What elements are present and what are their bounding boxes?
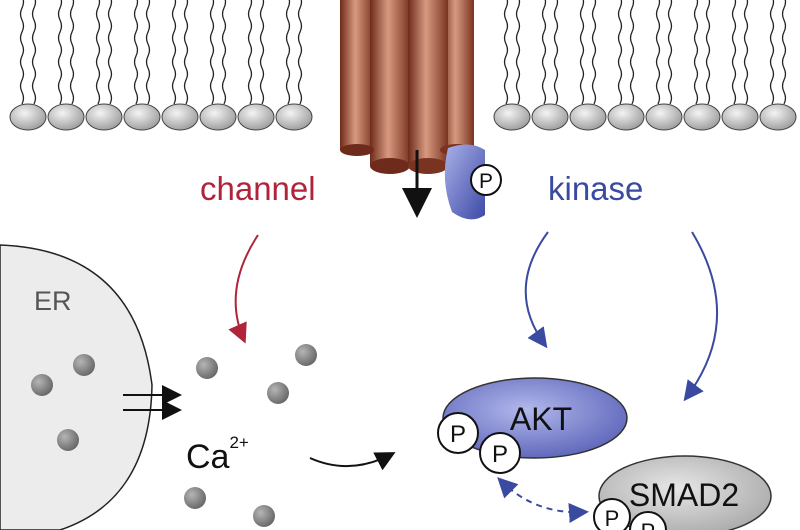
lipid-tail — [667, 0, 673, 105]
lipid-head — [759, 103, 797, 131]
channel-label: channel — [200, 170, 316, 207]
lipid-tail — [57, 0, 63, 105]
calcium-label: Ca2+ — [186, 433, 249, 476]
lipid-tail — [297, 0, 303, 105]
lipid-tail — [579, 0, 585, 105]
phosphate-smad2-2: P — [629, 511, 667, 530]
kinase-domain-icon — [444, 144, 485, 220]
svg-text:P: P — [450, 421, 466, 448]
lipid-tail — [171, 0, 177, 105]
lipid-tail — [553, 0, 559, 105]
lipid-head — [275, 103, 313, 131]
er-compartment — [0, 244, 153, 530]
ion — [57, 429, 79, 451]
ion — [31, 374, 53, 396]
lipid-tail — [591, 0, 597, 105]
lipid-tail — [183, 0, 189, 105]
svg-text:P: P — [605, 506, 620, 530]
lipid-head — [237, 103, 275, 131]
lipid-head — [123, 103, 161, 131]
lipid-head — [683, 103, 721, 131]
ion — [267, 382, 289, 404]
lipid-tail — [693, 0, 699, 105]
lipid-tail — [221, 0, 227, 105]
lipid-bilayer-icon — [9, 0, 797, 131]
ion — [295, 344, 317, 366]
ion — [196, 357, 218, 379]
lipid-tail — [769, 0, 775, 105]
lipid-head — [199, 103, 237, 131]
lipid-tail — [781, 0, 787, 105]
akt-smad2-crosstalk-arrow — [497, 477, 589, 523]
lipid-head — [47, 103, 85, 131]
lipid-head — [9, 103, 47, 131]
lipid-tail — [133, 0, 139, 105]
phosphate-smad2-1: P — [593, 498, 631, 530]
kinase-to-smad2-arrow — [683, 231, 718, 402]
kinase-to-akt-arrow — [524, 231, 549, 349]
lipid-tail — [259, 0, 265, 105]
lipid-head — [493, 103, 531, 131]
kinase-label: kinase — [548, 170, 643, 207]
lipid-tail — [705, 0, 711, 105]
ion — [184, 487, 206, 509]
lipid-head — [645, 103, 683, 131]
lipid-tail — [209, 0, 215, 105]
lipid-head — [161, 103, 199, 131]
lipid-tail — [541, 0, 547, 105]
calcium-ions — [31, 344, 317, 527]
lipid-head — [531, 103, 569, 131]
lipid-tail — [655, 0, 661, 105]
lipid-tail — [629, 0, 635, 105]
ion — [253, 505, 275, 527]
channel-to-calcium-arrow — [228, 234, 259, 344]
lipid-tail — [285, 0, 291, 105]
lipid-tail — [107, 0, 113, 105]
lipid-tail — [31, 0, 37, 105]
lipid-tail — [95, 0, 101, 105]
smad2-label: SMAD2 — [629, 477, 739, 513]
svg-text:P: P — [492, 441, 508, 468]
lipid-head — [569, 103, 607, 131]
smad2-protein — [598, 455, 772, 530]
er-label: ER — [34, 286, 72, 316]
svg-text:P: P — [641, 519, 656, 530]
lipid-tail — [503, 0, 509, 105]
lipid-tail — [19, 0, 25, 105]
phosphate-kinase: P — [470, 164, 502, 196]
lipid-tail — [731, 0, 737, 105]
lipid-tail — [617, 0, 623, 105]
calcium-to-akt-arrow — [309, 452, 396, 471]
lipid-tail — [515, 0, 521, 105]
akt-label: AKT — [510, 401, 572, 437]
lipid-tail — [743, 0, 749, 105]
lipid-tail — [247, 0, 253, 105]
lipid-head — [607, 103, 645, 131]
lipid-tail — [145, 0, 151, 105]
lipid-tail — [69, 0, 75, 105]
lipid-head — [721, 103, 759, 131]
phosphate-akt-2: P — [479, 432, 521, 474]
lipid-head — [85, 103, 123, 131]
phosphate-akt-1: P — [437, 412, 479, 454]
svg-text:P: P — [479, 170, 493, 193]
ion — [73, 354, 95, 376]
